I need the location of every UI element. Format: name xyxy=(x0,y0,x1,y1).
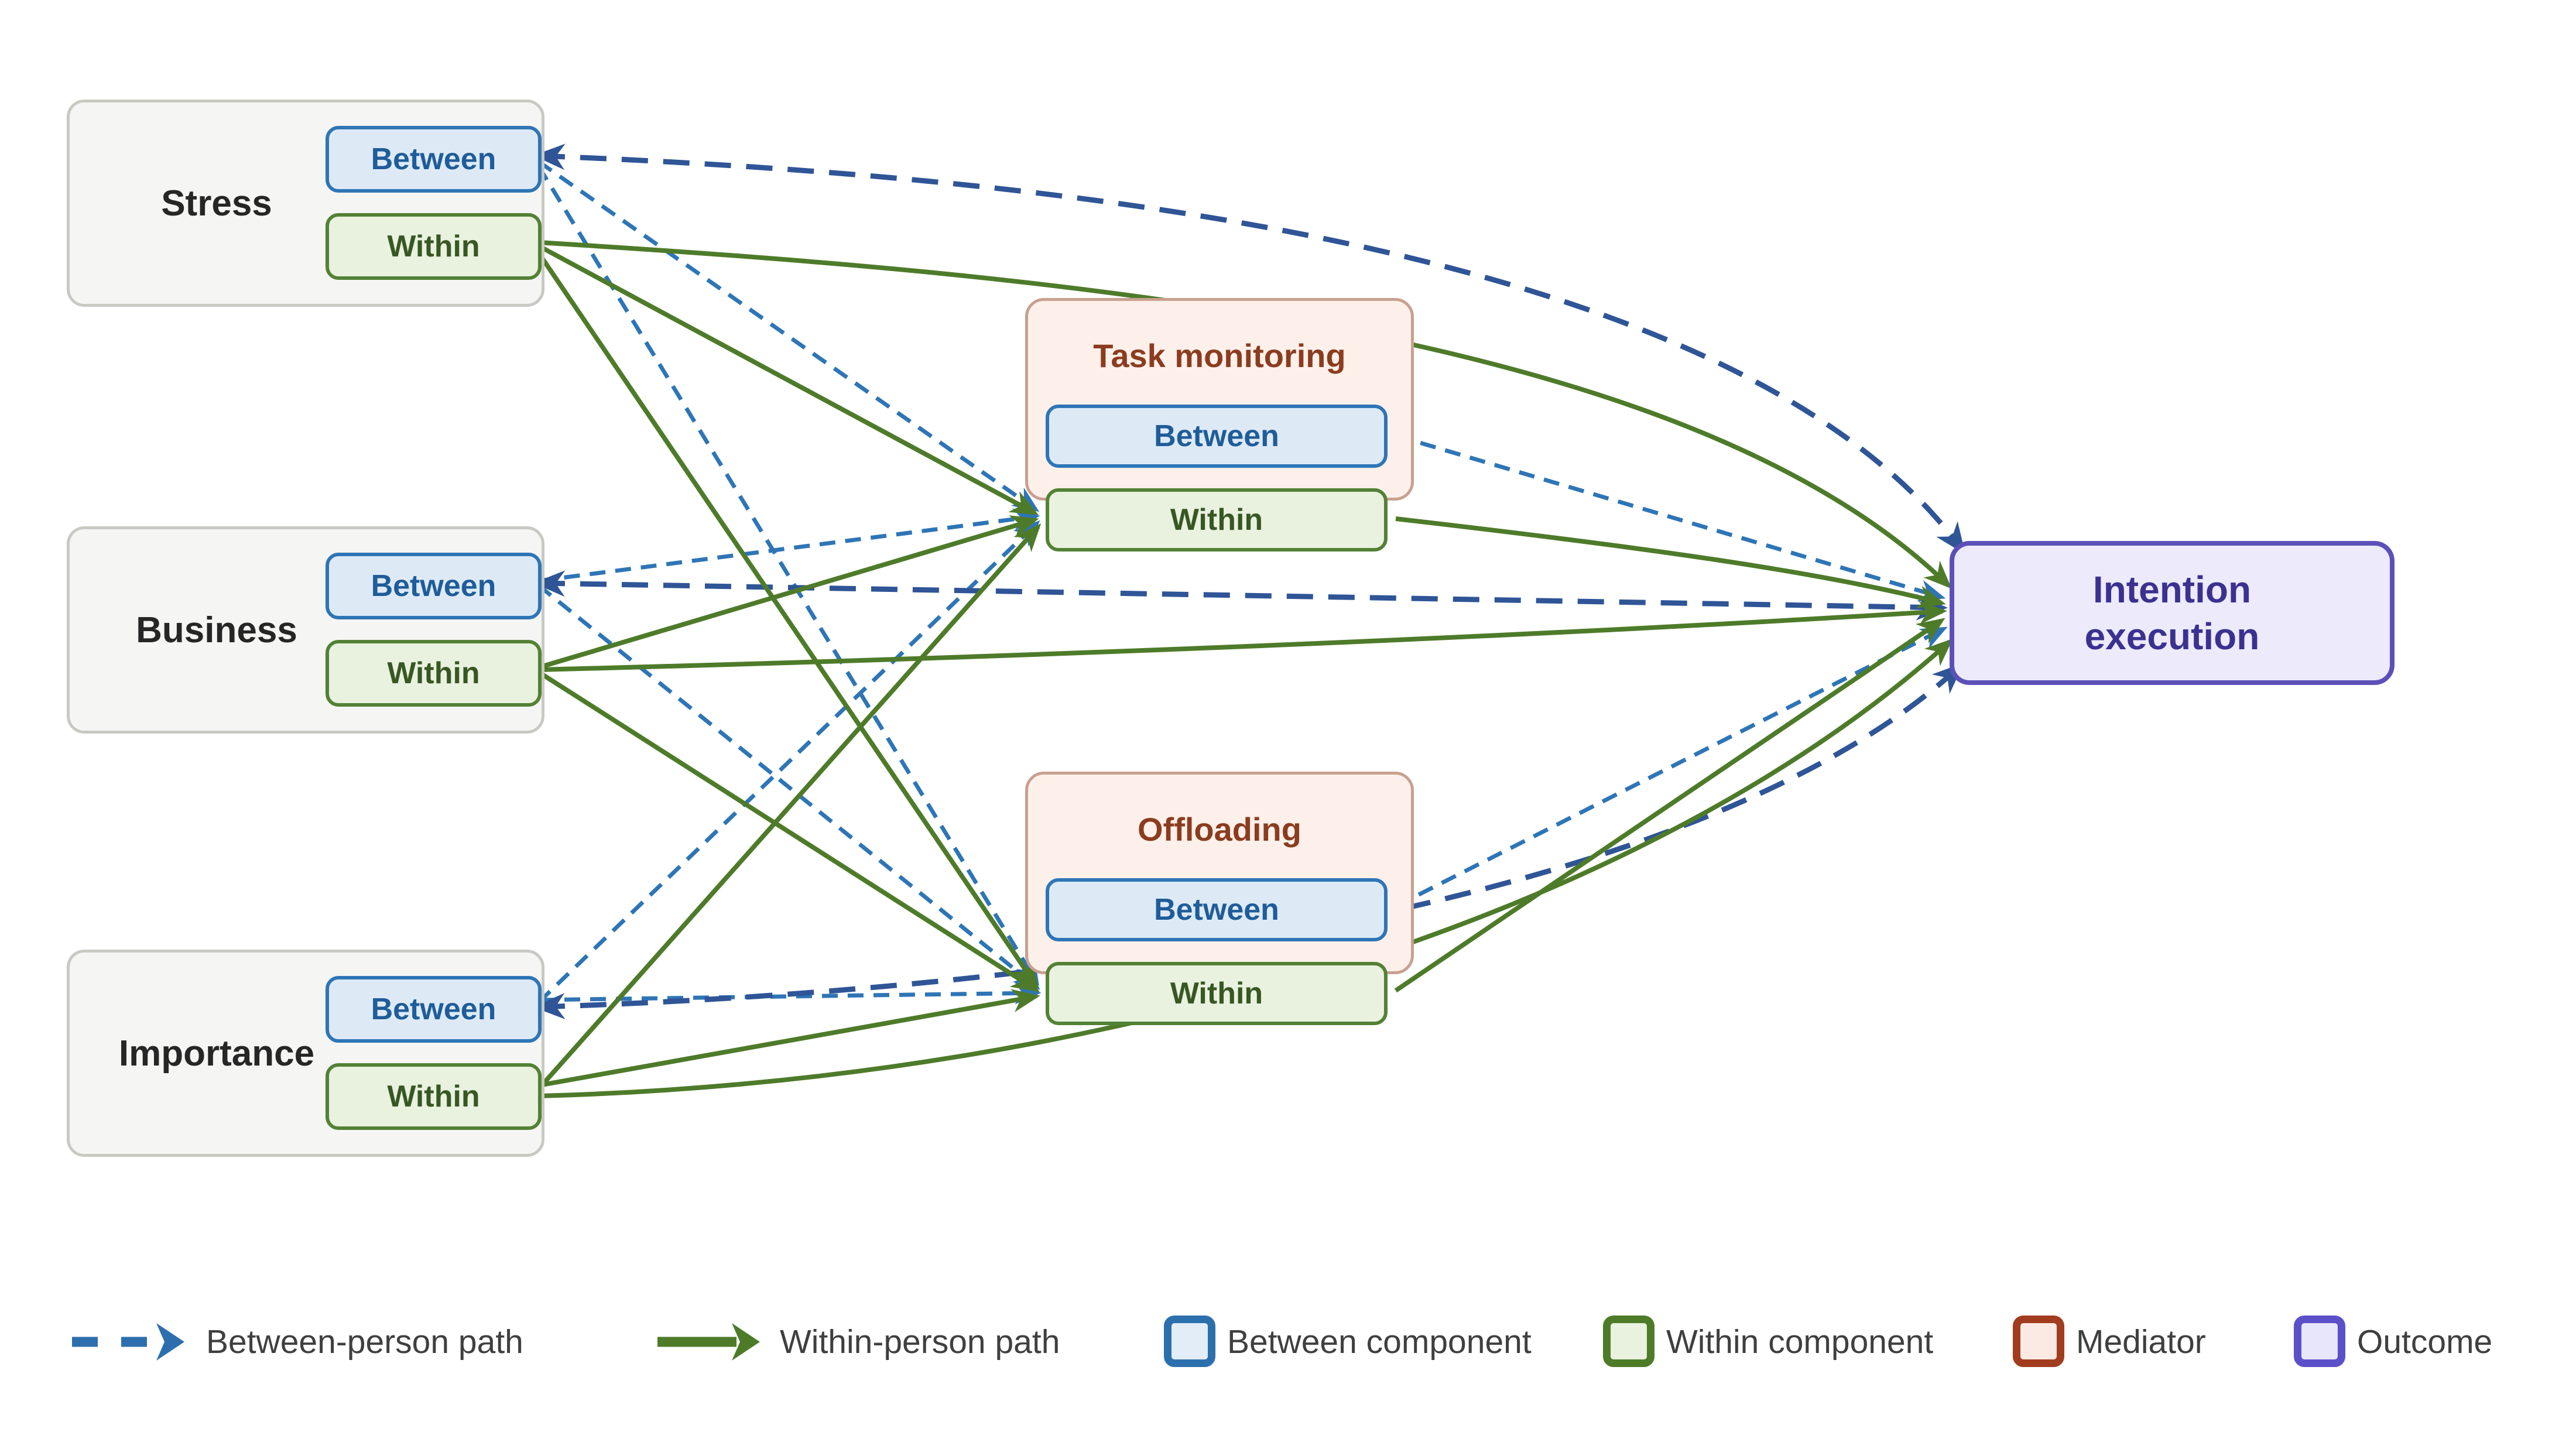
legend-within-path-arrow-icon xyxy=(657,1323,760,1361)
legend-within-person-path-label: Within-person path xyxy=(780,1323,1060,1361)
node-offloading-within: Within xyxy=(1046,962,1388,1025)
node-task-monitoring-within: Within xyxy=(1046,488,1388,551)
edge-business-within-to-outcome xyxy=(538,601,1947,672)
edge-offloading-between-to-outcome xyxy=(1395,626,1948,909)
edge-task_monitoring-within-to-outcome xyxy=(1395,516,1946,609)
node-stress-between: Between xyxy=(326,126,542,193)
edge-stress-within-to-offloading xyxy=(536,251,1039,989)
edge-business-between-to-outcome xyxy=(533,570,1948,621)
node-task-monitoring-between: Between xyxy=(1046,405,1388,468)
node-stress-within: Within xyxy=(326,213,542,280)
node-offloading-between: Between xyxy=(1046,878,1388,941)
node-offloading-title: Offloading xyxy=(1138,811,1301,848)
legend-within-component-label: Within component xyxy=(1666,1323,1934,1361)
edge-offloading-within-to-outcome xyxy=(1394,618,1945,993)
node-importance-between: Between xyxy=(326,976,542,1043)
node-task-monitoring: Task monitoring Between Within xyxy=(1025,298,1414,551)
legend-between-path-arrow-icon xyxy=(72,1323,184,1361)
node-stress-label: Stress xyxy=(161,183,272,224)
edge-importance-within-to-task_monitoring xyxy=(537,523,1042,1091)
edge-stress-within-to-task_monitoring xyxy=(537,244,1039,515)
node-importance: Importance Between Within xyxy=(67,950,544,1157)
node-business: Business Between Within xyxy=(67,526,544,734)
edge-stress-between-to-task_monitoring xyxy=(537,160,1040,512)
legend-between-component-label: Between component xyxy=(1227,1323,1532,1361)
edge-business-within-to-task_monitoring xyxy=(537,515,1039,670)
node-business-within: Within xyxy=(326,640,542,707)
node-stress: Stress Between Within xyxy=(67,100,544,307)
edge-stress-between-to-outcome xyxy=(533,143,1966,555)
legend-between-component-swatch xyxy=(1164,1316,1215,1367)
legend-between-person-path-label: Between-person path xyxy=(206,1323,523,1361)
node-importance-within: Within xyxy=(326,1063,542,1130)
legend-within-component-swatch xyxy=(1603,1316,1654,1367)
legend-outcome-swatch xyxy=(2294,1316,2345,1367)
node-intention-execution: Intention execution xyxy=(1950,541,2395,685)
node-offloading: Offloading Between Within xyxy=(1025,772,1414,1025)
node-business-label: Business xyxy=(136,609,297,650)
edge-business-within-to-offloading xyxy=(537,670,1040,992)
edge-importance-within-to-offloading xyxy=(538,989,1040,1088)
node-business-between: Between xyxy=(326,553,542,619)
legend-mediator-label: Mediator xyxy=(2076,1323,2206,1361)
node-task-monitoring-title: Task monitoring xyxy=(1093,337,1346,375)
legend-mediator-swatch xyxy=(2013,1316,2064,1367)
legend-outcome-label: Outcome xyxy=(2357,1323,2493,1361)
node-importance-label: Importance xyxy=(118,1033,315,1074)
node-intention-execution-label: Intention execution xyxy=(2084,568,2260,657)
